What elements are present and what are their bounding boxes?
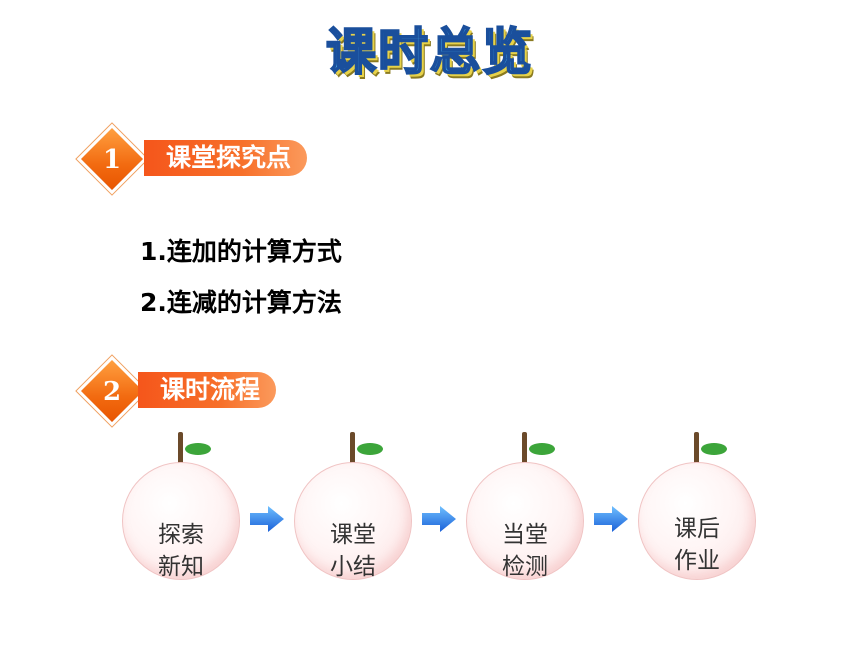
section-number-1: 1 (102, 145, 122, 175)
fruit-icon: 当堂 检测 (466, 462, 584, 580)
step-label-line1: 课堂 (330, 522, 376, 548)
step-label: 课堂 小结 (295, 519, 411, 583)
diamond-badge: 1 (76, 123, 158, 196)
stem-icon (694, 432, 699, 464)
section-number-2: 2 (102, 377, 122, 407)
step-label: 课后 作业 (639, 513, 755, 577)
step-label: 当堂 检测 (467, 519, 583, 583)
right-arrow-icon (594, 506, 628, 532)
flow-step-3: 当堂 检测 (466, 432, 584, 582)
step-label-line2: 检测 (502, 554, 548, 580)
step-label-line1: 课后 (674, 516, 720, 542)
stem-icon (522, 432, 527, 464)
content-point-1: 1.连加的计算方式 (140, 237, 342, 266)
flow-step-2: 课堂 小结 (294, 432, 412, 582)
section-header-2: 2 课时流程 (76, 355, 328, 427)
fruit-icon: 课堂 小结 (294, 462, 412, 580)
right-arrow-icon (422, 506, 456, 532)
flow-step-1: 探索 新知 (122, 432, 240, 582)
fruit-icon: 探索 新知 (122, 462, 240, 580)
step-label: 探索 新知 (123, 519, 239, 583)
section-title-2: 课时流程 (138, 372, 277, 408)
section-title-1: 课堂探究点 (144, 140, 308, 176)
step-label-line2: 作业 (674, 548, 720, 574)
step-label-line1: 探索 (158, 522, 204, 548)
flow-step-4: 课后 作业 (638, 432, 756, 582)
leaf-icon (701, 443, 727, 455)
stem-icon (178, 432, 183, 464)
step-label-line1: 当堂 (502, 522, 548, 548)
leaf-icon (529, 443, 555, 455)
page-title: 课时总览 (325, 22, 534, 82)
leaf-icon (185, 443, 211, 455)
step-label-line2: 新知 (158, 554, 204, 580)
stem-icon (350, 432, 355, 464)
fruit-icon: 课后 作业 (638, 462, 756, 580)
section-header-1: 1 课堂探究点 (76, 123, 358, 195)
content-point-2: 2.连减的计算方法 (140, 288, 342, 317)
leaf-icon (357, 443, 383, 455)
right-arrow-icon (250, 506, 284, 532)
step-label-line2: 小结 (330, 554, 376, 580)
diamond-badge: 2 (76, 355, 158, 428)
